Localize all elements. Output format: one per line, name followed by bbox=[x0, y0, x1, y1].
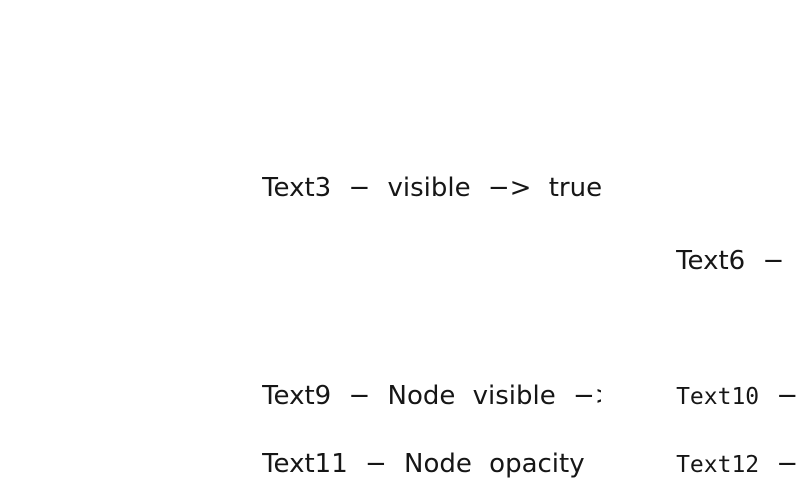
text-item-body: − Node bbox=[776, 449, 799, 479]
text-item-id: Text3 bbox=[262, 173, 332, 203]
text-item-text12: Text12 − Node bbox=[601, 419, 800, 480]
text-item-id: Text6 bbox=[676, 246, 746, 276]
text-item-text6: Text6 − opac bbox=[601, 216, 800, 306]
text-item-id: Text12 bbox=[676, 452, 760, 478]
text-item-id: Text11 bbox=[262, 449, 348, 479]
text-item-id: Text10 bbox=[676, 384, 760, 410]
text-item-text3: Text3 − visible −> true bbox=[193, 143, 602, 233]
text-item-body: − Node bbox=[776, 381, 799, 411]
text-item-id: Text9 bbox=[262, 381, 332, 411]
text-item-body: − opac bbox=[762, 246, 785, 276]
text-item-body: − visible −> true bbox=[331, 173, 603, 203]
